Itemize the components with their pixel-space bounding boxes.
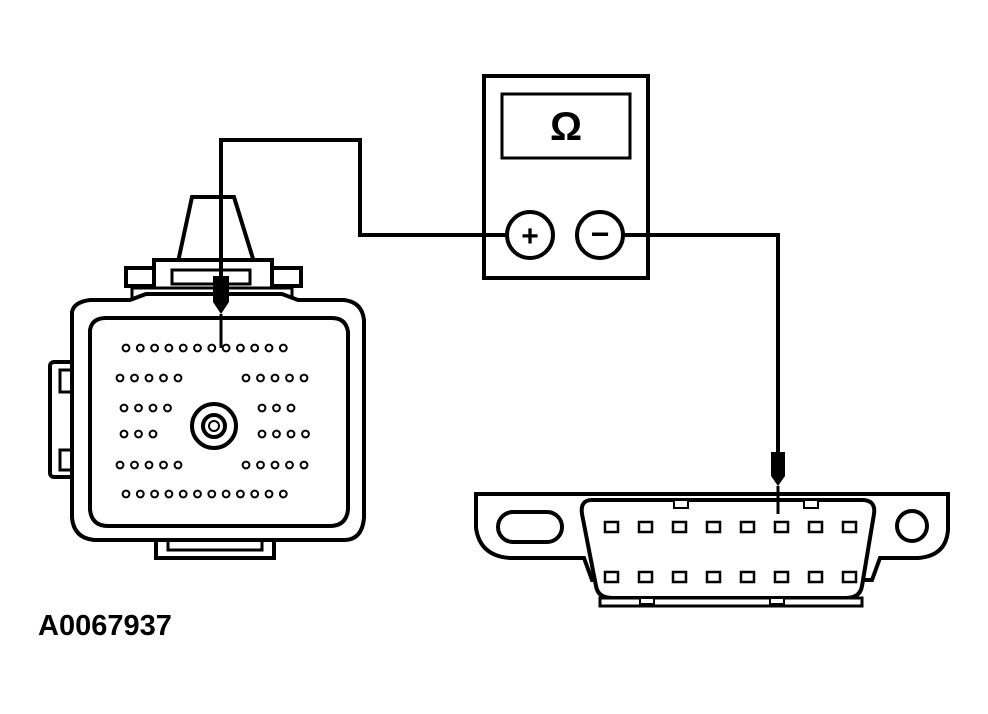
connector-pin xyxy=(150,343,160,353)
connector-pin xyxy=(207,343,217,353)
connector-pin xyxy=(285,373,294,383)
connector-pin xyxy=(241,460,251,470)
dlc-pin xyxy=(773,570,790,584)
module-probe xyxy=(213,276,229,348)
connector-pin xyxy=(299,373,309,383)
dlc-pin xyxy=(705,570,722,584)
negative-symbol: − xyxy=(591,216,610,252)
dlc-pin xyxy=(773,520,790,534)
connector-pin xyxy=(115,460,125,470)
connector-pin xyxy=(144,460,154,470)
connector-pin xyxy=(134,429,143,439)
connector-pin xyxy=(299,460,309,470)
dlc-pin xyxy=(807,520,824,534)
connector-pin xyxy=(207,489,217,499)
connector-pin xyxy=(236,489,245,499)
connector-pin xyxy=(256,373,265,383)
connector-pin xyxy=(150,489,160,499)
module-pin-array xyxy=(115,343,310,499)
dlc-probe xyxy=(771,452,785,514)
connector-pin xyxy=(264,489,274,499)
dlc-pin xyxy=(841,520,858,534)
connector-pin xyxy=(270,460,280,470)
connector-pin xyxy=(301,429,310,439)
connector-pin xyxy=(178,489,188,499)
connector-pin xyxy=(256,460,265,470)
connector-pin xyxy=(250,489,260,499)
dlc-pin xyxy=(739,520,756,534)
connector-pin xyxy=(134,403,143,413)
connector-pin xyxy=(221,343,231,353)
connector-pin xyxy=(148,429,158,439)
connector-pin xyxy=(272,429,281,439)
connector-pin xyxy=(164,489,174,499)
connector-pin xyxy=(270,373,280,383)
module-connector xyxy=(48,195,366,560)
dlc-pin-array xyxy=(603,520,858,584)
connector-pin xyxy=(115,373,125,383)
connector-pin xyxy=(257,403,267,413)
dlc-pin xyxy=(841,570,858,584)
connector-pin xyxy=(144,373,154,383)
dlc-pin xyxy=(739,570,756,584)
connector-pin xyxy=(135,489,145,499)
connector-pin xyxy=(148,403,158,413)
test-leads xyxy=(219,138,780,452)
dlc-pin xyxy=(637,570,654,584)
figure-id: A0067937 xyxy=(38,610,172,642)
connector-pin xyxy=(159,460,168,470)
positive-lead xyxy=(219,138,507,276)
connector-pin xyxy=(178,343,188,353)
dlc-pin xyxy=(671,570,688,584)
connector-pin xyxy=(264,343,274,353)
connector-pin xyxy=(193,343,202,353)
connector-pin xyxy=(278,343,288,353)
dlc-pin xyxy=(705,520,722,534)
connector-pin xyxy=(130,373,139,383)
connector-pin xyxy=(278,489,288,499)
connector-pin xyxy=(221,489,231,499)
dlc-pin xyxy=(603,570,620,584)
connector-pin xyxy=(119,429,129,439)
connector-pin xyxy=(135,343,145,353)
connector-pin xyxy=(241,373,251,383)
connector-pin xyxy=(250,343,260,353)
connector-pin xyxy=(286,429,296,439)
connector-pin xyxy=(257,429,267,439)
connector-pin xyxy=(272,403,281,413)
connector-pin xyxy=(173,460,183,470)
negative-lead xyxy=(623,233,780,452)
dlc-pin xyxy=(671,520,688,534)
connector-pin xyxy=(121,489,131,499)
connector-pin xyxy=(119,403,129,413)
ohmmeter: Ω + − xyxy=(482,74,650,280)
dlc-pin xyxy=(807,570,824,584)
connector-pin xyxy=(285,460,294,470)
positive-symbol: + xyxy=(521,220,539,253)
connector-pin xyxy=(193,489,202,499)
data-link-connector xyxy=(474,492,950,608)
connector-pin xyxy=(286,403,296,413)
connector-pin xyxy=(236,343,245,353)
connector-pin xyxy=(159,373,168,383)
connector-pin xyxy=(121,343,131,353)
connector-pin xyxy=(130,460,139,470)
ohm-symbol: Ω xyxy=(550,105,582,149)
connector-pin xyxy=(164,343,174,353)
dlc-pin xyxy=(637,520,654,534)
dlc-pin xyxy=(603,520,620,534)
connector-pin xyxy=(173,373,183,383)
connector-pin xyxy=(163,403,172,413)
